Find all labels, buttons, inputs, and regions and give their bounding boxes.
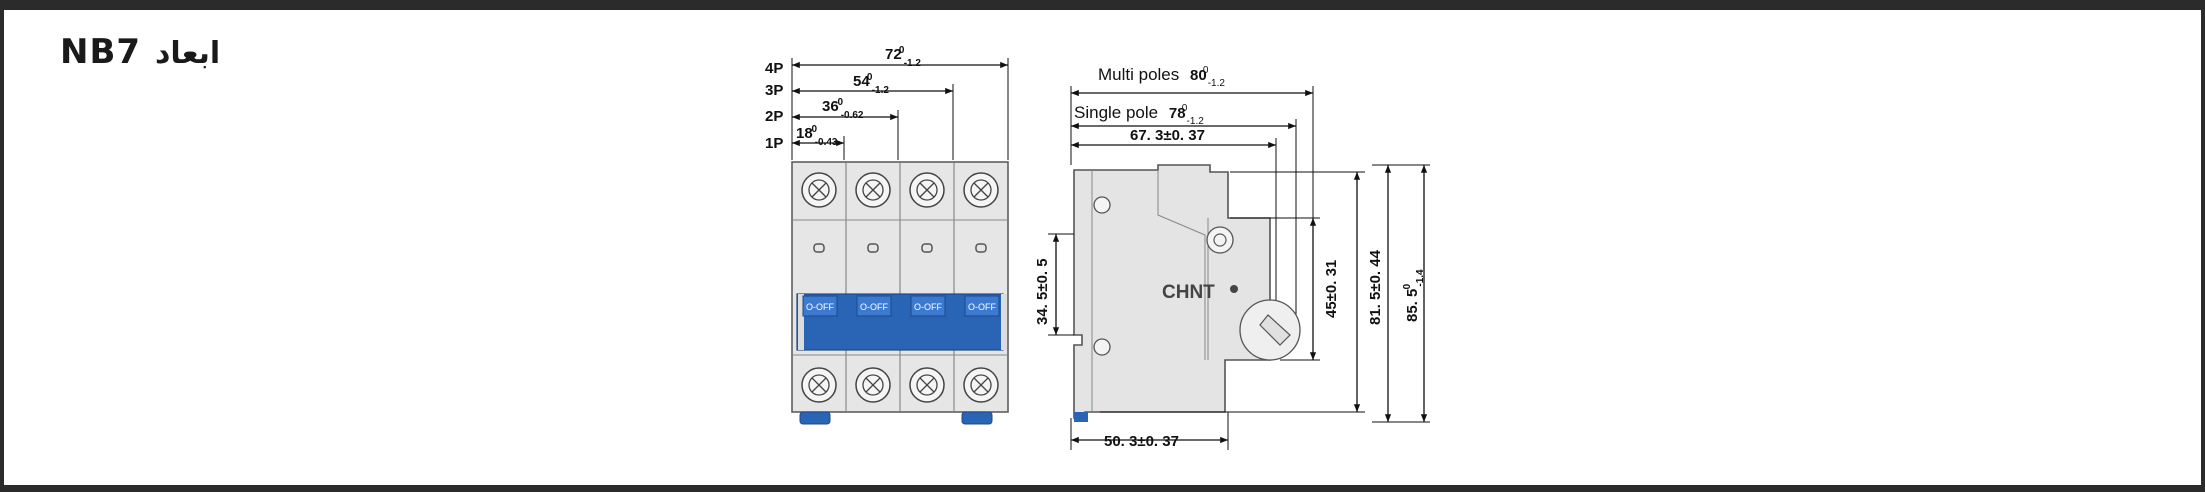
pole-label-4p: 4P: [765, 60, 783, 77]
pole-label-2p: 2P: [765, 108, 783, 125]
model-name: NB7: [60, 32, 142, 72]
handle-label-4: O-OFF: [968, 302, 996, 312]
handle-label-3: O-OFF: [914, 302, 942, 312]
brand-logo: CHNT: [1162, 282, 1215, 303]
handle-label-1: O-OFF: [806, 302, 834, 312]
outer-dim-85: 85. 5-1.40: [1402, 269, 1426, 322]
side-view: Multi poles 80-1.20 Single pole 78-1.20 …: [1034, 65, 1430, 450]
dimensions-label: ابعاد: [155, 36, 221, 71]
terminal-screws-top: [801, 172, 999, 208]
left-dim-34: 34. 5±0. 5: [1034, 258, 1051, 325]
dim-4p: 72-1.20: [885, 45, 921, 69]
indicator-windows: [813, 243, 987, 253]
handles: [796, 293, 1007, 351]
pole-label-1p: 1P: [765, 135, 783, 152]
din-clip-left: [799, 411, 831, 425]
din-clip-right: [961, 411, 993, 425]
right-dim-45: 45±0. 31: [1323, 260, 1340, 318]
dim-1p: 18-0.430: [796, 124, 838, 148]
right-dim-81: 81. 5±0. 44: [1367, 249, 1384, 325]
handle-label-2: O-OFF: [860, 302, 888, 312]
terminal-screws-bottom: [801, 367, 999, 403]
multi-poles-dim: Multi poles 80-1.20: [1098, 65, 1225, 89]
pole-label-3p: 3P: [765, 82, 783, 99]
dim-3p: 54-1.20: [853, 72, 889, 96]
bottom-dim-50: 50. 3±0. 37: [1104, 433, 1179, 450]
dim-2p: 36-0.620: [822, 97, 864, 121]
single-pole-dim: Single pole 78-1.20: [1074, 103, 1204, 127]
page-title: NB7 ابعاد: [60, 32, 220, 72]
top-dim-67: 67. 3±0. 37: [1130, 127, 1205, 144]
front-view: 4P 3P 2P 1P 72-1.20 54-1.20 36-0.620 18-…: [765, 45, 1009, 425]
